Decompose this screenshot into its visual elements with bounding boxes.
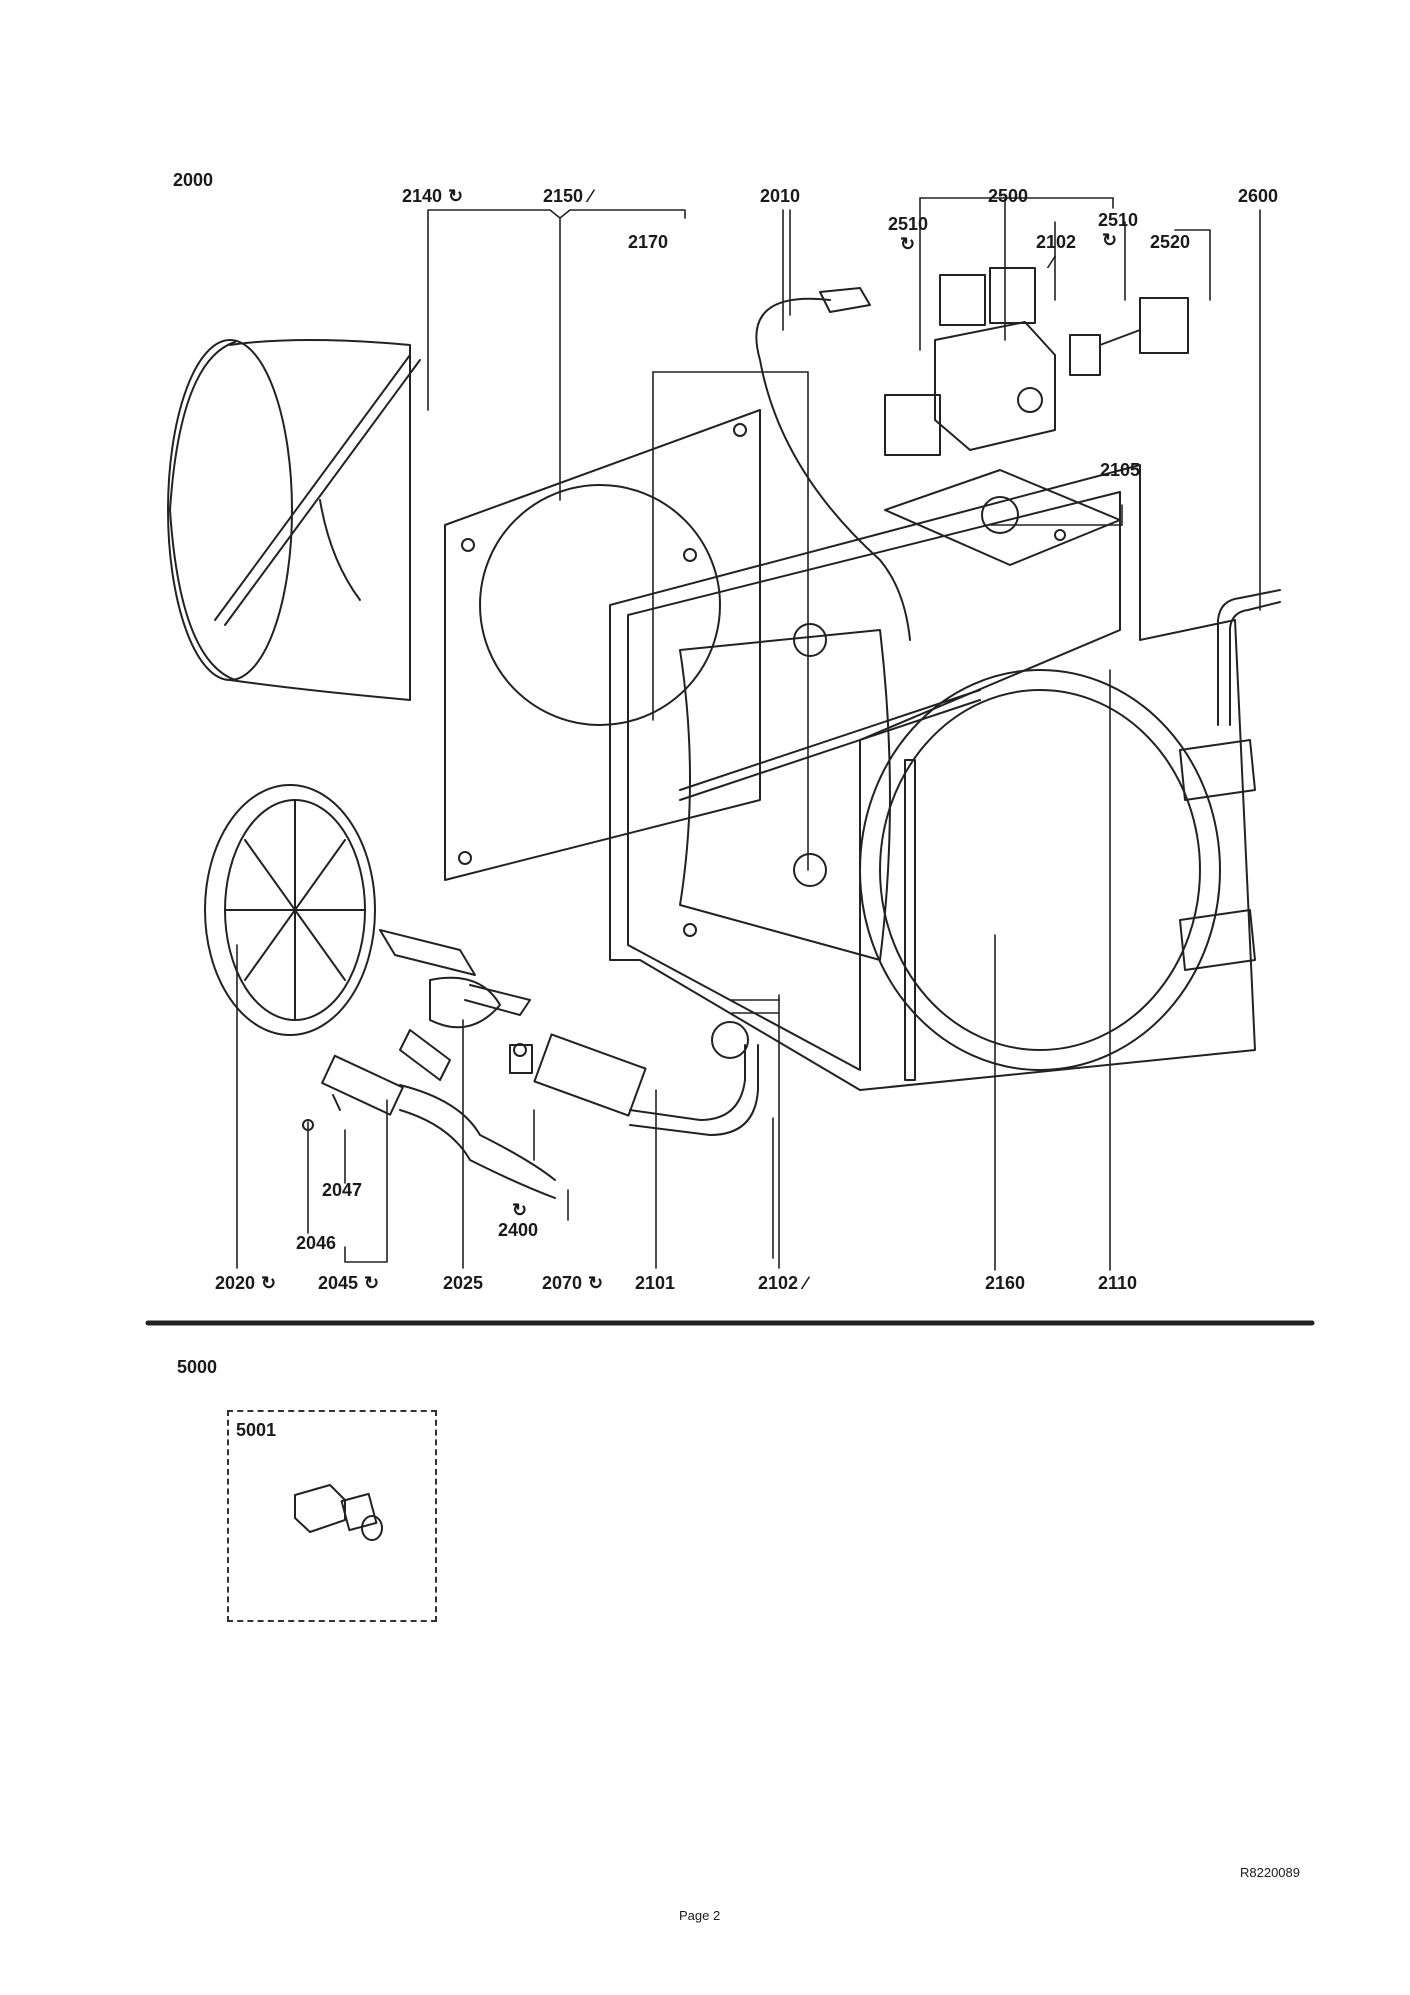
nozzle-holder — [379, 929, 531, 1081]
callout-2101[interactable]: 2101 — [635, 1273, 676, 1293]
callout-2510-right[interactable]: 2510↻ — [1098, 210, 1139, 250]
callout-2600[interactable]: 2600 — [1238, 186, 1279, 206]
callout-2045[interactable]: 2045↻ — [318, 1273, 380, 1293]
callout-2510-left[interactable]: 2510↻ — [888, 214, 929, 254]
part-5001-drawing — [294, 1484, 383, 1541]
wrench-icon: ∕ — [589, 186, 593, 206]
ignition-electrodes — [399, 1021, 759, 1199]
callout-2047[interactable]: 2047 — [322, 1180, 363, 1200]
callout-2400[interactable]: ↻2400 — [498, 1200, 539, 1240]
exchange-icon: ↻ — [588, 1273, 604, 1293]
exchange-icon: ↻ — [261, 1273, 277, 1293]
callout-2046[interactable]: 2046 — [296, 1233, 337, 1253]
callout-2110[interactable]: 2110 — [1098, 1273, 1138, 1293]
callout-2140[interactable]: 2140↻ — [402, 186, 464, 206]
accessory-box-5001: 5001 — [227, 1410, 437, 1622]
small-fasteners — [302, 1044, 533, 1131]
drawing-reference: R8220089 — [1240, 1865, 1300, 1880]
callout-2500[interactable]: 2500 — [988, 186, 1029, 206]
flame-tube — [167, 339, 421, 701]
exchange-icon: ↻ — [1102, 230, 1118, 250]
callout-2150[interactable]: 2150∕ — [543, 186, 593, 206]
wrench-icon: ∕ — [804, 1273, 808, 1293]
callout-2010[interactable]: 2010 — [760, 186, 801, 206]
callout-2520[interactable]: 2520 — [1150, 232, 1191, 252]
mounting-bracket — [884, 469, 1121, 566]
callout-2105[interactable]: 2105 — [1100, 460, 1141, 480]
oil-hose — [755, 287, 911, 641]
page-number: Page 2 — [679, 1908, 721, 1923]
exchange-icon: ↻ — [900, 234, 916, 254]
exchange-icon: ↻ — [512, 1200, 528, 1220]
oil-pipe — [1217, 589, 1281, 726]
callout-2170[interactable]: 2170 — [628, 232, 669, 252]
callout-2070[interactable]: 2070↻ — [542, 1273, 604, 1293]
flange-gasket — [444, 409, 761, 881]
group-title-accessories: 5000 — [177, 1357, 218, 1377]
exchange-icon: ↻ — [448, 186, 464, 206]
valve-block — [884, 267, 1189, 456]
burner-housing — [609, 464, 1256, 1091]
diffuser-disc — [204, 784, 376, 1036]
callout-2102-bottom[interactable]: 2102∕ — [758, 1273, 808, 1293]
group-title-main: 2000 — [173, 170, 214, 190]
exchange-icon: ↻ — [364, 1273, 380, 1293]
leader-lines — [236, 197, 1261, 1271]
callout-2160[interactable]: 2160 — [985, 1273, 1026, 1293]
callout-2020[interactable]: 2020↻ — [215, 1273, 277, 1293]
callout-2102-top[interactable]: 2102∕ — [1036, 232, 1077, 272]
wrench-icon: ∕ — [1050, 252, 1054, 272]
callout-5001[interactable]: 5001 — [236, 1420, 277, 1440]
callout-2025[interactable]: 2025 — [443, 1273, 484, 1293]
